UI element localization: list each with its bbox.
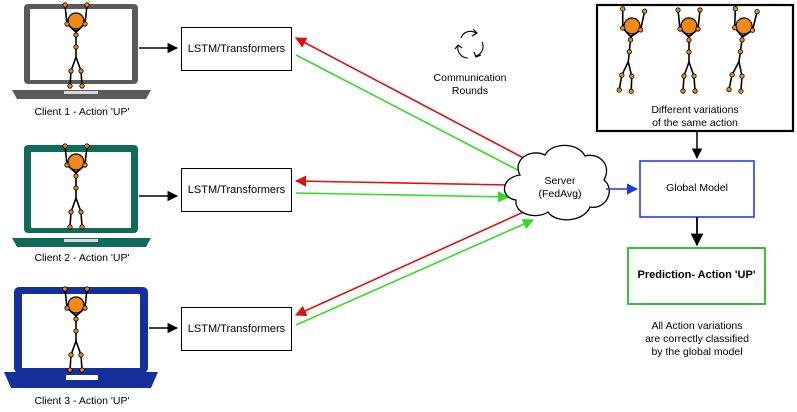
client-2-to-server-arrow bbox=[295, 191, 510, 203]
server-label: Server (FedAvg) bbox=[538, 175, 582, 200]
prediction-box bbox=[627, 247, 766, 305]
client-1-label: Client 1 - Action 'UP' bbox=[34, 106, 130, 118]
communication-rounds-label: Communication Rounds bbox=[433, 72, 507, 97]
client-1-model-label: LSTM/Transformers bbox=[187, 43, 286, 55]
prediction-label: Prediction- Action 'UP' bbox=[637, 269, 756, 281]
server-to-client-2-arrow bbox=[294, 175, 509, 187]
client-1-laptop bbox=[12, 1, 151, 99]
server-to-client-1-arrow bbox=[295, 37, 534, 164]
client-3-to-server-arrow bbox=[295, 218, 535, 326]
global-model-label: Global Model bbox=[666, 182, 728, 194]
client-2-laptop bbox=[12, 143, 151, 247]
server-cloud bbox=[503, 144, 610, 221]
client-2-model-box: LSTM/Transformers bbox=[181, 168, 292, 212]
global-model-box bbox=[639, 160, 755, 218]
footnote-text: All Action variations are correctly clas… bbox=[645, 320, 749, 358]
client-2-label: Client 2 - Action 'UP' bbox=[34, 252, 130, 264]
variations-caption: Different variations of the same action bbox=[651, 104, 739, 129]
server-to-client-3-arrow bbox=[294, 209, 529, 316]
recycle-icon bbox=[454, 28, 484, 59]
client-3-laptop bbox=[4, 285, 158, 388]
client-1-to-server-arrow bbox=[295, 54, 534, 179]
client-2-model-label: LSTM/Transformers bbox=[187, 184, 286, 196]
client-1-model-box: LSTM/Transformers bbox=[181, 27, 292, 71]
client-3-label: Client 3 - Action 'UP' bbox=[34, 395, 130, 407]
client-3-model-box: LSTM/Transformers bbox=[181, 307, 292, 351]
client-3-model-label: LSTM/Transformers bbox=[187, 323, 286, 335]
